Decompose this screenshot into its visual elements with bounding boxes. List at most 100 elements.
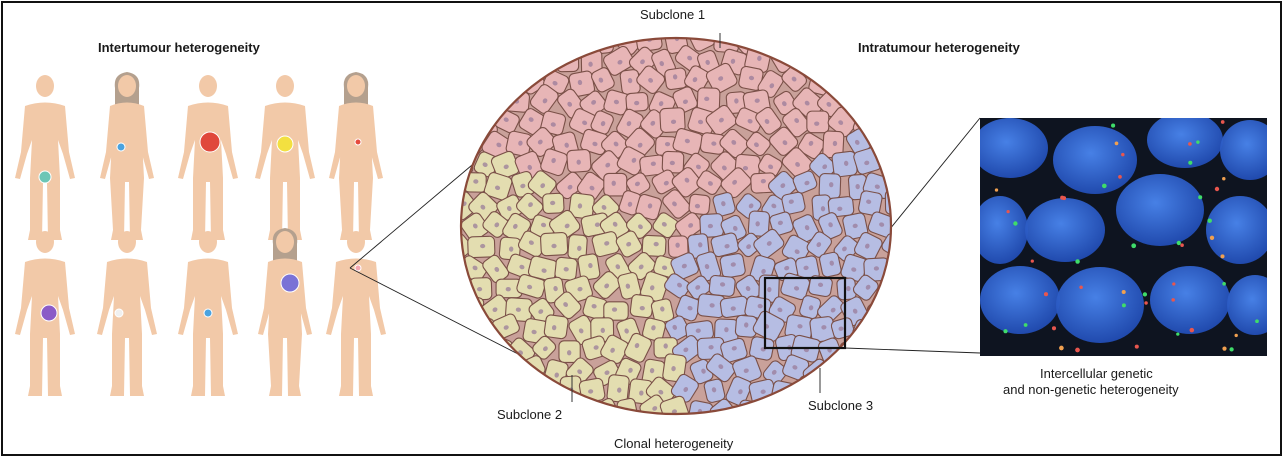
head-shape [118,231,136,253]
fish-signal-dot [1003,329,1007,333]
fish-signal-dot [1121,153,1124,156]
cell-nucleus [890,328,895,334]
tumour-cell [456,379,484,405]
fish-signal-dot [1196,140,1199,143]
cell-nucleus [554,38,561,44]
tumour-spot [277,136,293,152]
cell-nucleus [794,406,801,413]
cell-nucleus [892,242,899,248]
fish-signal-dot [1006,210,1009,213]
fish-signal-dot [1111,124,1115,128]
body-shape [329,103,383,241]
head-shape [36,75,54,97]
cell-nucleus-fluorescent [1150,266,1230,334]
fish-signal-dot [1059,346,1064,351]
cell-nucleus [565,57,569,62]
cell-nucleus-fluorescent [972,196,1028,264]
cell-nucleus [480,327,484,332]
cell-nucleus [479,77,486,84]
fish-signal-dot [1180,243,1184,247]
cell-nucleus [515,54,521,59]
cell-nucleus [838,36,843,42]
cell-nucleus [828,390,835,397]
fish-signal-dot [1031,259,1034,262]
tumour-cell [630,294,654,318]
tumour-cell [456,47,482,73]
cell-nucleus [483,367,490,374]
tumour-cell [846,420,870,444]
fish-signal-dot [1131,243,1136,248]
cell-body [689,194,711,215]
tumour-cell [468,397,500,429]
human-figure [258,228,312,396]
head-shape [199,75,217,97]
head-shape [118,75,136,97]
cell-nucleus [830,430,834,435]
fish-signal-dot [1207,218,1212,223]
cell-body [875,397,905,427]
tumour-cell [664,67,688,90]
tumour-cell [832,26,852,48]
tumour-cell [493,63,524,94]
body-figures [15,72,386,396]
tumour-cell [604,173,627,196]
cell-body [762,397,786,424]
tumour-cell [504,46,533,70]
tumour-cell [877,70,903,96]
cell-nucleus [454,243,461,250]
cell-body [530,418,560,449]
fish-signal-dot [1234,334,1237,337]
tumour-cell [446,107,479,141]
cell-nucleus [772,406,778,411]
fish-signal-dot [1229,347,1233,351]
cell-body [832,26,852,48]
cell-nucleus [854,96,861,102]
tumour-cell [882,114,901,136]
fish-signal-dot [1122,303,1126,307]
cell-nucleus [494,96,500,101]
cell-nucleus [781,428,786,434]
fish-signal-dot [1102,184,1107,189]
cell-body [470,354,500,387]
fish-signal-dot [1210,236,1214,240]
cell-body [460,418,490,444]
cell-nucleus [781,53,787,60]
tumour-cell [444,67,472,91]
tumour-spot [115,309,123,317]
cell-nucleus [612,181,616,186]
tumour-cell [468,236,495,258]
body-shape [100,103,154,241]
tumour-cell [795,419,826,450]
tumour-cell [872,377,893,401]
cell-body [856,358,884,386]
cell-body [875,354,909,387]
tumour-spot [355,265,361,271]
cell-nucleus [815,36,822,42]
cell-nucleus [515,428,521,435]
cell-body [867,47,899,79]
cell-body [783,26,810,54]
human-figure [326,231,386,396]
fish-signal-dot [1079,285,1083,289]
tumour-cell [831,66,855,93]
tumour-cell [762,397,786,424]
fish-signal-dot [1176,332,1179,335]
cell-nucleus [875,99,882,106]
cell-nucleus [507,76,513,82]
cell-body [563,26,592,55]
cell-body [472,26,502,56]
tumour-cell [448,28,471,52]
cell-nucleus [567,350,571,355]
cell-body [492,354,522,386]
human-figure [329,72,383,240]
cell-body [497,25,520,53]
cell-nucleus [564,427,570,433]
tumour-cell [843,49,866,71]
cell-nucleus [598,39,603,45]
fish-signal-dot [1060,196,1064,200]
cell-nucleus [460,122,467,129]
cell-nucleus [814,121,819,125]
tumour-cell [448,357,478,387]
cell-nucleus [481,408,488,415]
cell-nucleus [868,370,875,377]
